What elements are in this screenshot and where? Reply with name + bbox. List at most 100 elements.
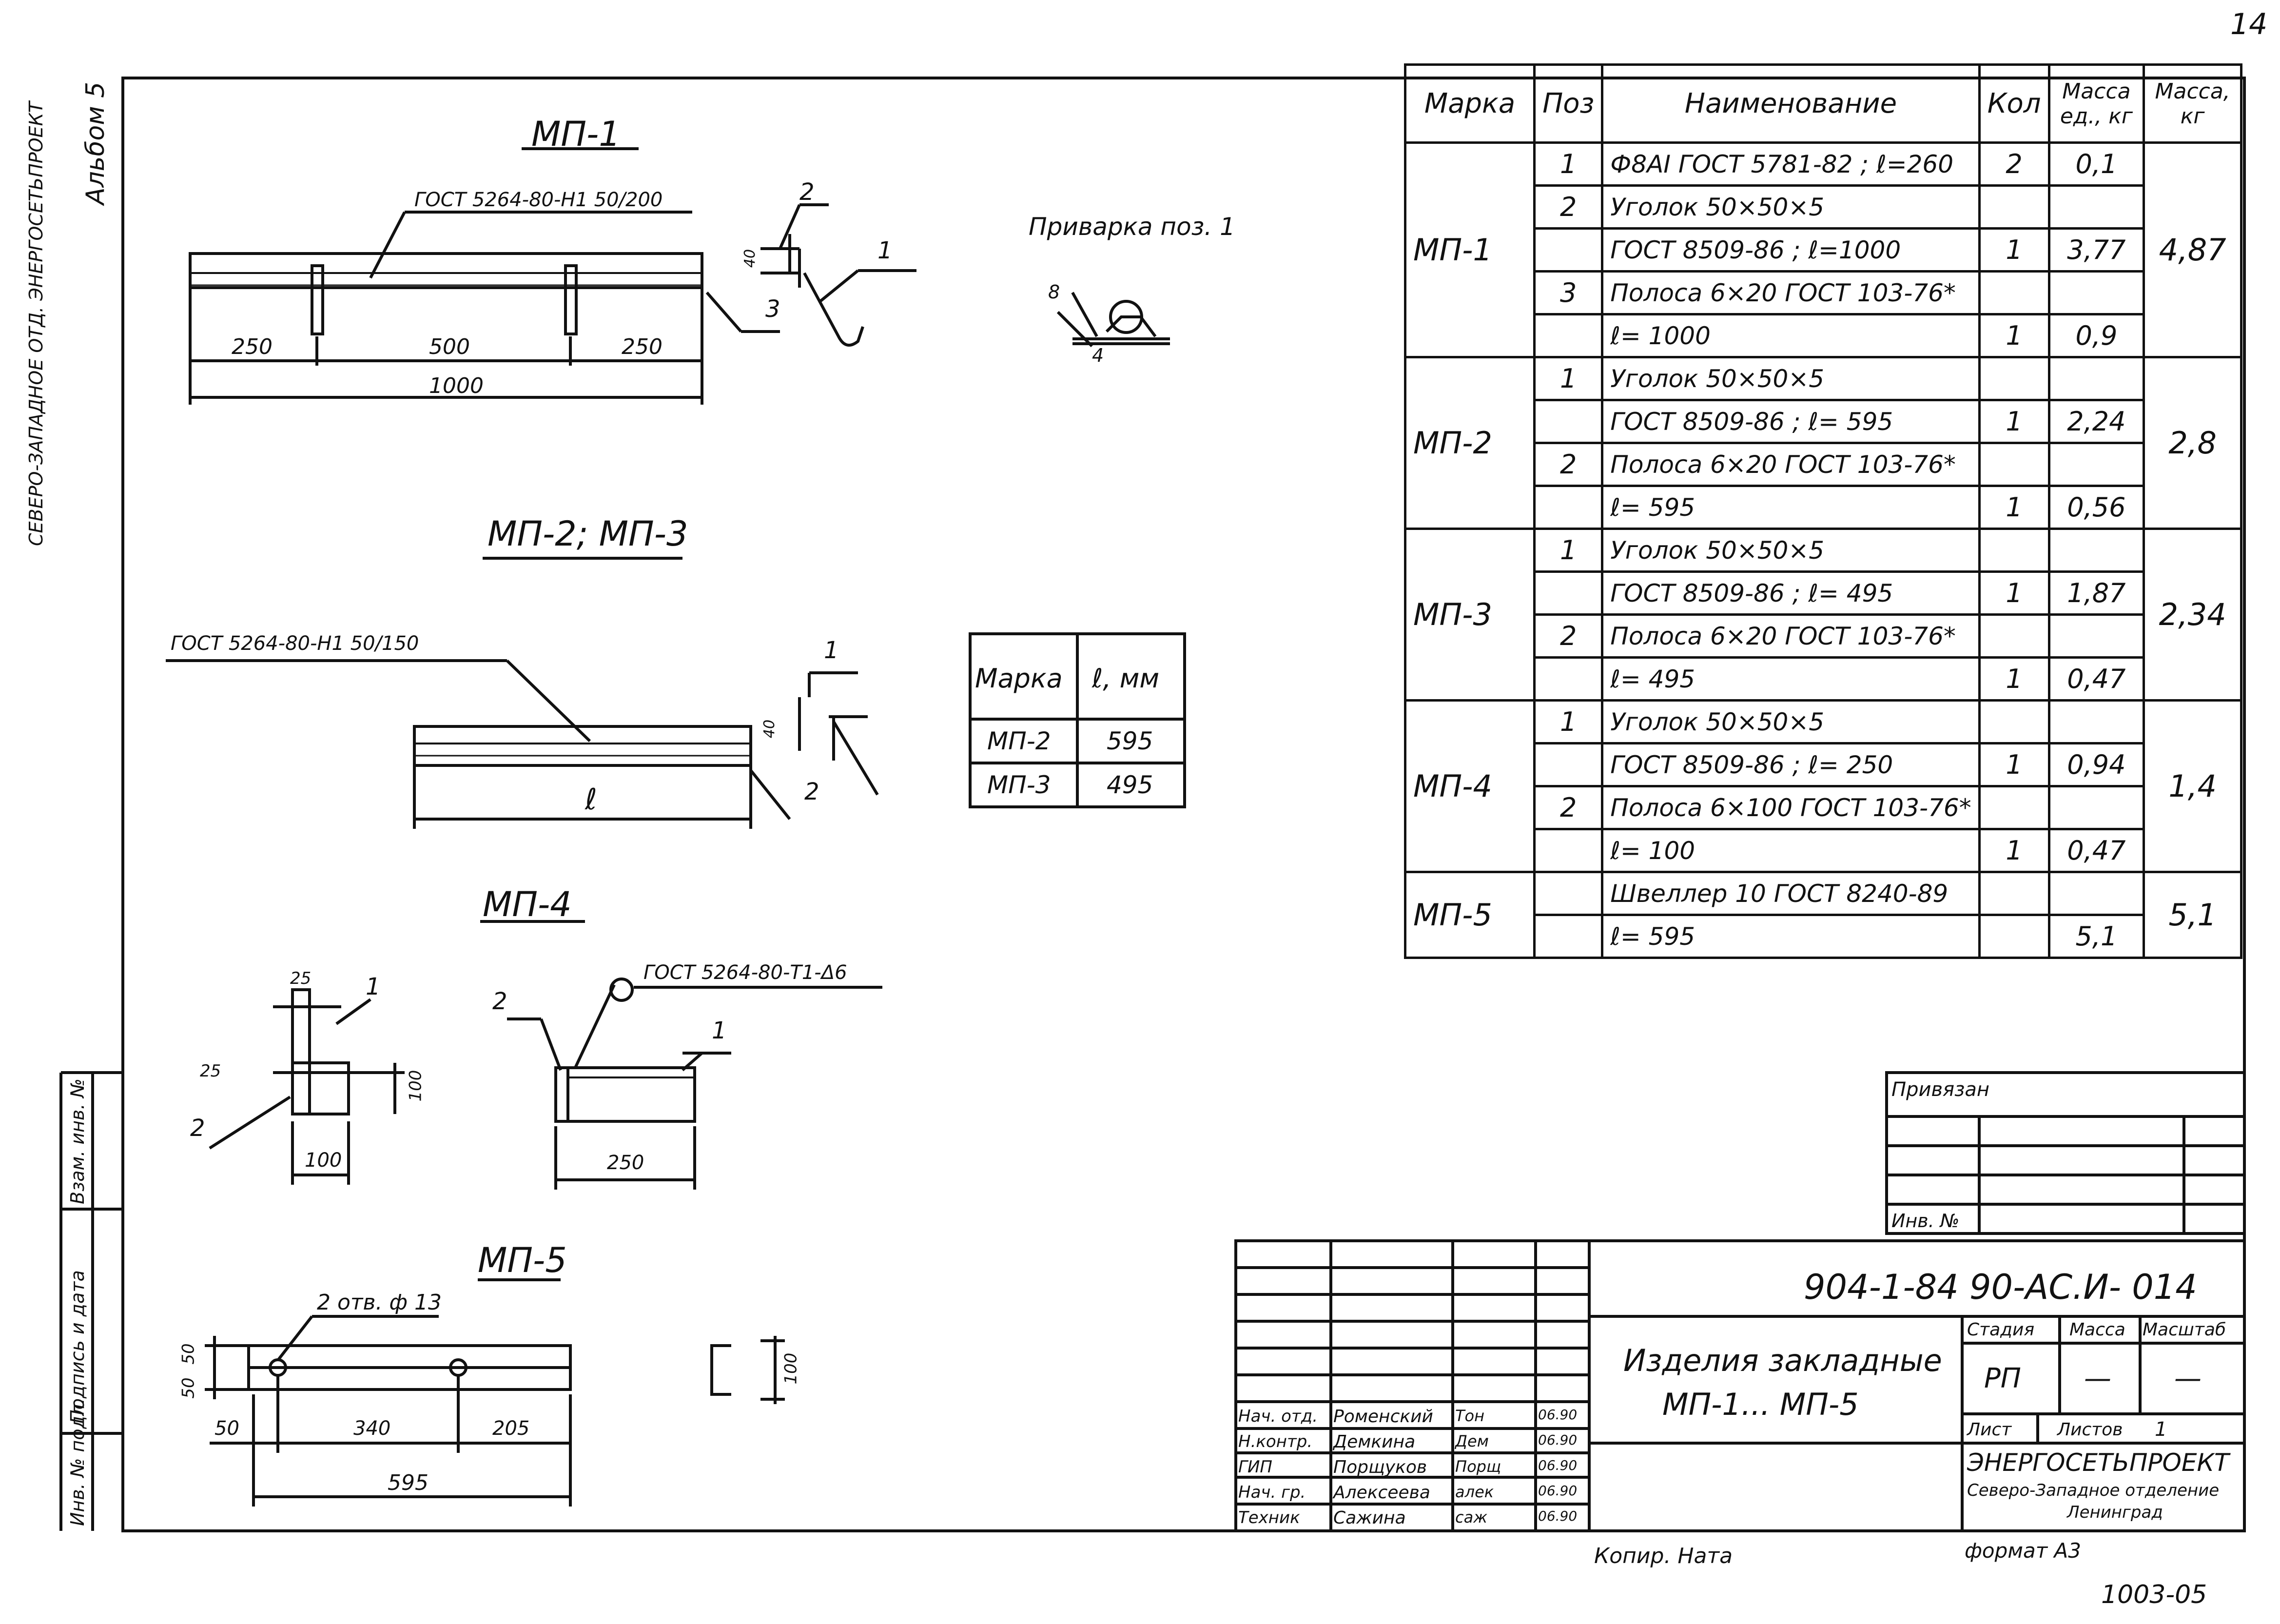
- signer-date: 06.90: [1538, 1483, 1578, 1499]
- mp23-title: МП-2; МП-3: [487, 514, 688, 554]
- spec-cell-unit: [2047, 270, 2145, 315]
- spec-cell-pos: 2: [1533, 613, 1604, 659]
- spec-cell-qty: 1: [1978, 656, 2050, 702]
- mp5-dim-595: 595: [388, 1470, 429, 1495]
- spec-cell-qty: [1978, 914, 2050, 959]
- sheet-format: формат А3: [1965, 1539, 2081, 1563]
- spec-cell-name: Уголок 50×50×5: [1601, 184, 1981, 230]
- weld-dim-8: 8: [1048, 281, 1060, 303]
- spec-cell-name: ℓ= 595: [1601, 914, 1981, 959]
- signer-name: Сажина: [1333, 1508, 1406, 1528]
- spec-cell-pos: [1533, 570, 1604, 616]
- scale-label: Масштаб: [2143, 1320, 2226, 1340]
- mp4-dim-25-left: 25: [200, 1061, 221, 1081]
- title-block-lines: [1234, 1071, 2246, 1532]
- spec-cell-qty: 1: [1978, 485, 2050, 530]
- spec-cell-pos: 3: [1533, 270, 1604, 315]
- signer-date: 06.90: [1538, 1457, 1578, 1473]
- archive-stamp: 1003-05: [2101, 1580, 2207, 1609]
- spec-cell-qty: [1978, 699, 2050, 744]
- mp4-dim-25-top: 25: [290, 969, 312, 988]
- spec-cell-unit: [2047, 613, 2145, 659]
- spec-cell-qty: [1978, 528, 2050, 573]
- spec-total-cell: 4,87: [2143, 141, 2242, 358]
- signer-sign: Порщ: [1455, 1457, 1501, 1476]
- spec-header-cell: Масса, кг: [2143, 63, 2242, 144]
- spec-cell-qty: 1: [1978, 313, 2050, 358]
- signer-role: Нач. гр.: [1238, 1483, 1306, 1502]
- mp5-dim-100: 100: [781, 1352, 801, 1385]
- margin-org-text: СЕВЕРО-ЗАПАДНОЕ ОТД. ЭНЕРГОСЕТЬПРОЕКТ: [25, 101, 47, 546]
- mp4-leader-2-plan: 2: [190, 1115, 205, 1142]
- spec-row: ℓ= 595 5,1: [1405, 914, 2241, 959]
- mp1-leader-2: 2: [799, 178, 815, 206]
- spec-cell-qty: 1: [1978, 227, 2050, 273]
- spec-cell-name: Швеллер 10 ГОСТ 8240-89: [1601, 871, 1981, 916]
- spec-cell-name: ГОСТ 8509-86 ; ℓ= 495: [1601, 570, 1981, 616]
- spec-cell-pos: 2: [1533, 785, 1604, 830]
- stage-value: РП: [1984, 1363, 2021, 1394]
- mp4-dim-100: 100: [305, 1149, 342, 1172]
- margin-album-note: Альбом 5: [81, 81, 110, 205]
- spec-cell-unit: 0,56: [2047, 485, 2145, 530]
- mp23-leader-1: 1: [824, 637, 839, 664]
- scale-value: —: [2174, 1363, 2202, 1394]
- spec-cell-qty: [1978, 356, 2050, 401]
- spec-cell-qty: [1978, 270, 2050, 315]
- page-number: 14: [2230, 7, 2268, 41]
- signer-sign: Дем: [1455, 1432, 1489, 1450]
- spec-header-cell: Масса ед., кг: [2047, 63, 2145, 144]
- mp4-leader-1-side: 1: [712, 1017, 727, 1044]
- spec-cell-name: Полоса 6×20 ГОСТ 103-76*: [1601, 270, 1981, 315]
- spec-cell-unit: 5,1: [2047, 914, 2145, 959]
- spec-total-cell: 1,4: [2143, 699, 2242, 873]
- spec-cell-pos: [1533, 914, 1604, 959]
- org-sub: Северо-Западное отделение: [1967, 1481, 2220, 1500]
- mp4-title: МП-4: [483, 884, 572, 924]
- signer-date: 06.90: [1538, 1508, 1578, 1524]
- spec-mark-cell: МП-1: [1403, 141, 1536, 358]
- spec-cell-unit: 3,77: [2047, 227, 2145, 273]
- spec-cell-name: Полоса 6×20 ГОСТ 103-76*: [1601, 442, 1981, 487]
- mp4-view: [209, 920, 882, 1190]
- mp4-dim-250: 250: [607, 1152, 644, 1174]
- mp5-dim-50-c: 50: [214, 1417, 239, 1440]
- sheets-label: Листов: [2057, 1420, 2123, 1440]
- mp1-leader-1: 1: [877, 237, 893, 264]
- spec-cell-pos: [1533, 227, 1604, 273]
- spec-cell-unit: [2047, 528, 2145, 573]
- spec-cell-unit: 0,9: [2047, 313, 2145, 358]
- mp4-leader-1-plan: 1: [366, 973, 381, 1000]
- signer-sign: Тон: [1455, 1407, 1485, 1425]
- mp5-dim-340: 340: [353, 1417, 391, 1440]
- mp23-table-len-2: 495: [1107, 771, 1153, 799]
- mp23-mesh-label: ГОСТ 5264-80-Н1 50/150: [171, 632, 419, 655]
- spec-cell-qty: 1: [1978, 828, 2050, 873]
- signer-name: Порщуков: [1333, 1457, 1427, 1477]
- mp4-weld-label: ГОСТ 5264-80-Т1-Δ6: [643, 961, 847, 984]
- margin-vzam: Взам. инв. №: [67, 1078, 88, 1204]
- mp1-mesh-label: ГОСТ 5264-80-Н1 50/200: [414, 189, 663, 211]
- spec-header-cell: Наименование: [1601, 63, 1981, 144]
- spec-cell-unit: [2047, 785, 2145, 830]
- inv-no-label: Инв. №: [1891, 1210, 1960, 1232]
- spec-cell-name: Уголок 50×50×5: [1601, 699, 1981, 744]
- spec-cell-pos: [1533, 828, 1604, 873]
- spec-cell-pos: 2: [1533, 184, 1604, 230]
- spec-cell-unit: 1,87: [2047, 570, 2145, 616]
- spec-cell-unit: 0,47: [2047, 828, 2145, 873]
- mp5-dim-205: 205: [492, 1417, 530, 1440]
- spec-cell-pos: 1: [1533, 356, 1604, 401]
- mp23-length-symbol: ℓ: [585, 783, 597, 817]
